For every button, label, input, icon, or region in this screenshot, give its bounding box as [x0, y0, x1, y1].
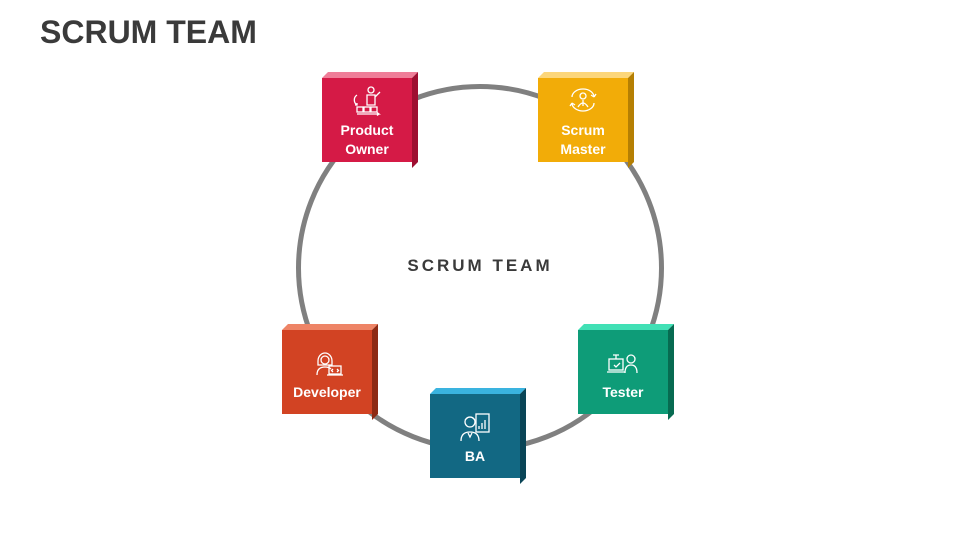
role-label: BA: [464, 447, 486, 464]
role-block-ba: BA: [430, 388, 526, 484]
role-label: Developer: [293, 383, 361, 400]
role-block-scrum-master: Scrum Master: [538, 72, 634, 168]
developer-icon: [309, 347, 345, 379]
role-label: Product Owner: [340, 122, 394, 157]
product-owner-icon: [349, 85, 385, 117]
role-block-product-owner: Product Owner: [322, 72, 418, 168]
center-label: SCRUM TEAM: [407, 256, 553, 275]
role-block-developer: Developer: [282, 324, 378, 420]
role-label: Scrum Master: [560, 122, 606, 157]
role-block-tester: Tester: [578, 324, 674, 420]
business-analyst-icon: [457, 411, 493, 443]
role-label: Tester: [602, 383, 644, 400]
tester-icon: [605, 347, 641, 379]
scrum-master-icon: [565, 85, 601, 117]
slide-title: SCRUM TEAM: [40, 14, 257, 50]
